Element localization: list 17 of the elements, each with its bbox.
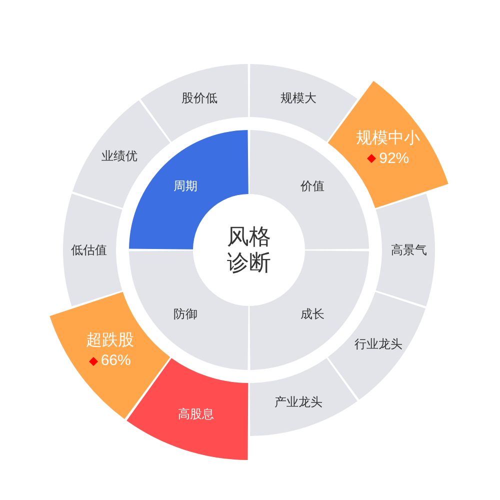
- segment-label: 高景气: [391, 242, 427, 259]
- segment-label: 规模中小: [356, 128, 420, 149]
- segment-label: 低估值: [71, 242, 107, 259]
- center-title: 风格诊断: [227, 224, 271, 276]
- percentage-value: 92%: [379, 148, 410, 169]
- segment-label: 业绩优: [102, 148, 138, 165]
- segment-label: 高股息: [178, 406, 214, 423]
- segment-label: 价值: [300, 178, 325, 196]
- segment-label: 产业龙头: [274, 394, 322, 412]
- segment-label: 股价低: [182, 90, 218, 107]
- segment-label: 周期: [173, 178, 198, 196]
- percentage-value: 66%: [100, 351, 131, 372]
- segment-label: 防御: [173, 306, 198, 323]
- segment-label: 超跌股: [86, 331, 134, 352]
- segment-label: 规模大: [280, 90, 316, 107]
- segment-label: 行业龙头: [354, 336, 402, 354]
- segment-label: 成长: [300, 306, 325, 323]
